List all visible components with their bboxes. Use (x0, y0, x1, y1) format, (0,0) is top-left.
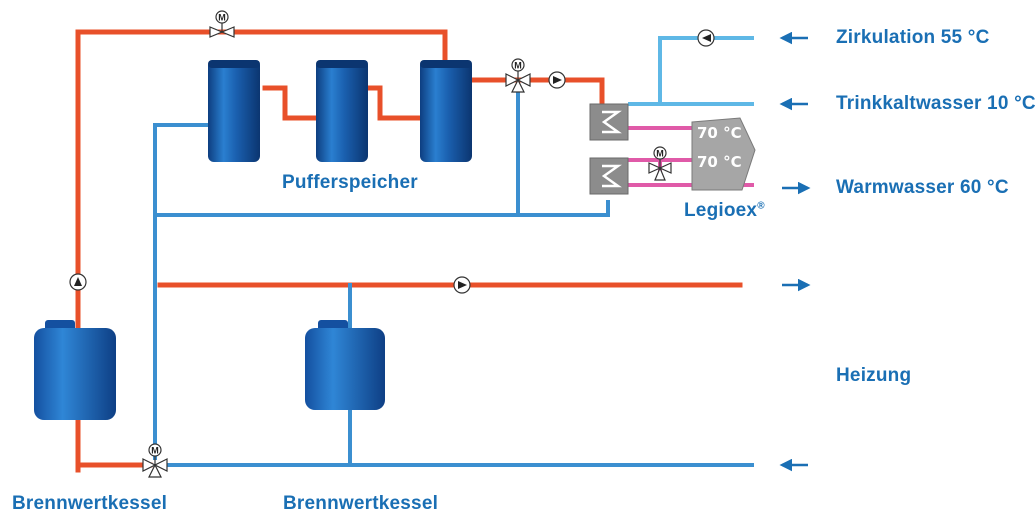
temperature-upper: 70 °C (697, 124, 742, 142)
pump-icon (69, 273, 87, 291)
label-trinkkaltwasser: Trinkkaltwasser 10 °C (836, 93, 1036, 114)
motor-valve-letter: M (514, 61, 522, 71)
pump-icon (548, 71, 566, 89)
buffer-tank-1 (208, 60, 260, 162)
motor-valve-letter: M (656, 149, 664, 159)
temperature-lower: 70 °C (697, 153, 742, 171)
circulation-pipes (628, 36, 754, 106)
motor-valve-icon (142, 443, 168, 478)
buffer-tank-3 (420, 60, 472, 162)
condensing-boiler-right (305, 320, 385, 410)
legioex-text: Legioex (684, 200, 758, 221)
motor-valve-letter: M (151, 446, 159, 456)
label-warmwasser: Warmwasser 60 °C (836, 177, 1009, 198)
condensing-boiler-left (34, 320, 116, 420)
label-brennwertkessel-left: Brennwertkessel (12, 493, 168, 514)
heat-exchanger-upper (589, 103, 629, 141)
legioex-unit (691, 117, 756, 191)
buffer-tank-2 (316, 60, 368, 162)
pump-icon (697, 29, 715, 47)
registered-mark: ® (757, 200, 765, 212)
pump-icon (453, 276, 471, 294)
label-brennwertkessel-right: Brennwertkessel (283, 493, 439, 514)
label-legioex: Legioex® (684, 200, 765, 222)
hot-pipes (75, 29, 743, 473)
motor-valve-icon (505, 58, 531, 93)
label-zirkulation: Zirkulation 55 °C (836, 27, 990, 48)
motor-valve-icon (648, 146, 672, 181)
motor-valve-icon (209, 10, 235, 38)
label-heizung: Heizung (836, 365, 912, 386)
label-pufferspeicher: Pufferspeicher (282, 172, 418, 193)
motor-valve-letter: M (218, 13, 226, 23)
heat-exchanger-lower (589, 157, 629, 195)
